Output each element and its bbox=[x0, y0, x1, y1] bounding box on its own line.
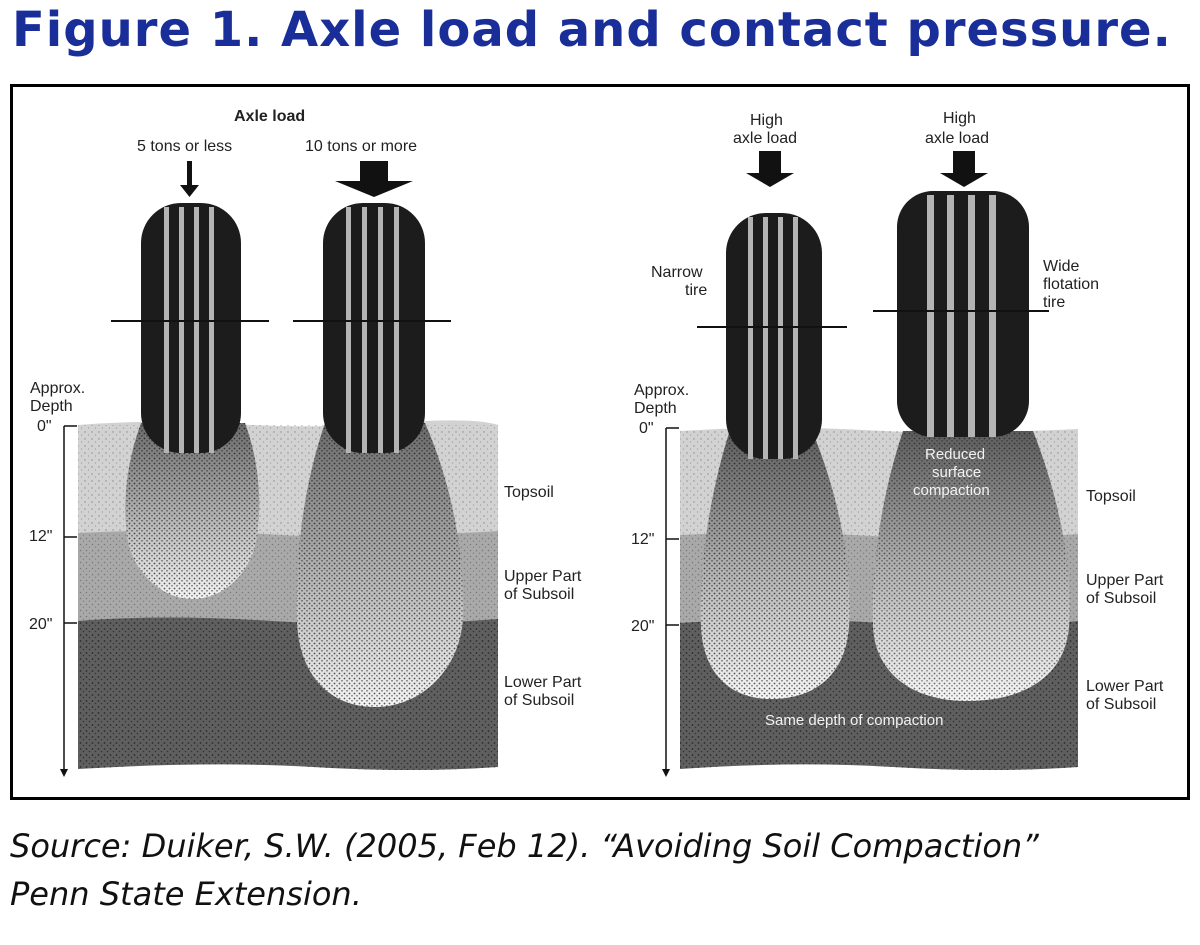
left-depth-20: 20" bbox=[29, 616, 52, 633]
right-wide-load-label-1: High bbox=[943, 110, 976, 127]
left-narrow-tire-small-load bbox=[111, 203, 269, 453]
right-wide-flotation-tire bbox=[873, 191, 1049, 437]
right-wide-tire-label-1: Wide bbox=[1043, 258, 1080, 275]
right-upper-subsoil-label-2: of Subsoil bbox=[1086, 590, 1156, 607]
right-lower-subsoil-label-1: Lower Part bbox=[1086, 678, 1164, 695]
right-same-depth-label: Same depth of compaction bbox=[765, 712, 943, 729]
left-large-load-arrow bbox=[335, 161, 413, 197]
right-reduced-label-3: compaction bbox=[913, 482, 990, 499]
right-upper-subsoil-label-1: Upper Part bbox=[1086, 572, 1164, 589]
left-upper-subsoil-label-1: Upper Part bbox=[504, 568, 582, 585]
left-axle-load-heading: Axle load bbox=[234, 108, 305, 125]
left-depth-12: 12" bbox=[29, 528, 52, 545]
left-narrow-tire-large-load bbox=[293, 203, 451, 453]
right-topsoil-label: Topsoil bbox=[1086, 488, 1136, 505]
right-wide-load-label-2: axle load bbox=[925, 130, 989, 147]
left-upper-subsoil-label-2: of Subsoil bbox=[504, 586, 574, 603]
source-line-1: Source: Duiker, S.W. (2005, Feb 12). “Av… bbox=[10, 827, 1039, 865]
right-lower-subsoil-label-2: of Subsoil bbox=[1086, 696, 1156, 713]
right-narrow-tire bbox=[697, 213, 847, 459]
diagram-canvas: Axle load 5 tons or less 10 tons or more… bbox=[29, 108, 1164, 777]
right-depth-label-line2: Depth bbox=[634, 400, 677, 417]
right-depth-20: 20" bbox=[631, 618, 654, 635]
right-panel: High axle load High axle load Narrow tir… bbox=[631, 110, 1164, 777]
right-depth-12: 12" bbox=[631, 531, 654, 548]
left-small-load-arrow bbox=[180, 161, 199, 197]
right-depth-label-line1: Approx. bbox=[634, 382, 689, 399]
left-depth-axis bbox=[60, 425, 77, 777]
right-wide-tire-label-2: flotation bbox=[1043, 276, 1099, 293]
right-wide-load-arrow bbox=[940, 151, 988, 187]
right-narrow-tire-label-1: Narrow bbox=[651, 264, 703, 281]
right-wide-tire-label-3: tire bbox=[1043, 294, 1065, 311]
left-lower-subsoil-label-2: of Subsoil bbox=[504, 692, 574, 709]
left-depth-label-line1: Approx. bbox=[30, 380, 85, 397]
figure-frame: Axle load 5 tons or less 10 tons or more… bbox=[10, 84, 1190, 800]
left-depth-0: 0" bbox=[37, 418, 52, 435]
right-narrow-tire-label-2: tire bbox=[685, 282, 707, 299]
left-lower-subsoil-label-1: Lower Part bbox=[504, 674, 582, 691]
right-reduced-label-1: Reduced bbox=[925, 446, 985, 463]
left-depth-label-line2: Depth bbox=[30, 398, 73, 415]
left-topsoil-label: Topsoil bbox=[504, 484, 554, 501]
right-depth-axis bbox=[662, 427, 679, 777]
right-narrow-load-label-2: axle load bbox=[733, 130, 797, 147]
left-panel: Axle load 5 tons or less 10 tons or more… bbox=[29, 108, 582, 777]
source-line-2: Penn State Extension. bbox=[10, 875, 362, 913]
figure-title: Figure 1. Axle load and contact pressure… bbox=[12, 2, 1172, 58]
right-depth-0: 0" bbox=[639, 420, 654, 437]
source-citation: Source: Duiker, S.W. (2005, Feb 12). “Av… bbox=[10, 822, 1190, 918]
right-narrow-load-label-1: High bbox=[750, 112, 783, 129]
left-large-load-label: 10 tons or more bbox=[305, 138, 417, 155]
right-narrow-load-arrow bbox=[746, 151, 794, 187]
left-small-load-label: 5 tons or less bbox=[137, 138, 232, 155]
right-reduced-label-2: surface bbox=[932, 464, 981, 481]
